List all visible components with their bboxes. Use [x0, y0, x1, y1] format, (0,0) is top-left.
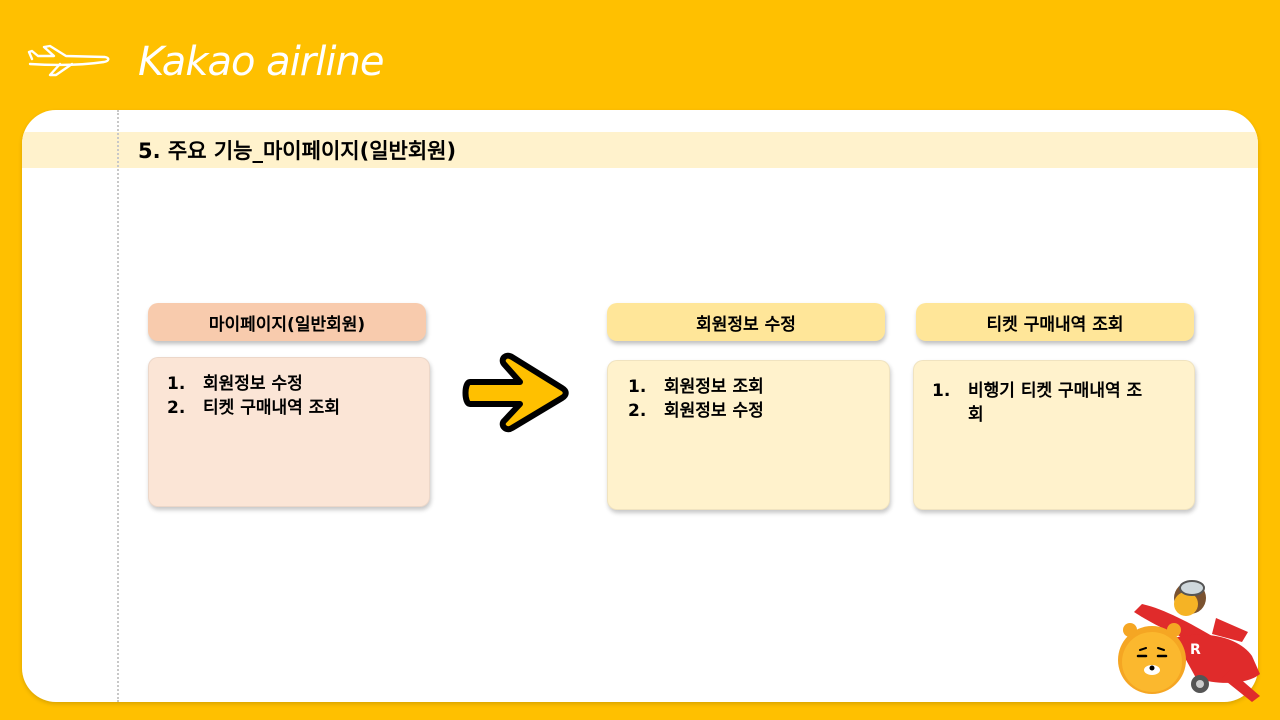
svg-text:R: R [1190, 642, 1201, 658]
right-arrow-icon [462, 352, 569, 433]
app-title: Kakao airline [138, 39, 384, 85]
member-edit-label: 회원정보 수정 [607, 303, 885, 341]
ticket-history-card: 1. 비행기 티켓 구매내역 조회 [913, 360, 1195, 510]
list-number: 1. [628, 377, 647, 397]
ticket-history-label: 티켓 구매내역 조회 [916, 303, 1194, 341]
mypage-label-text: 마이페이지(일반회원) [208, 314, 366, 335]
ticket-history-label-text: 티켓 구매내역 조회 [986, 314, 1124, 335]
list-item: 2. 티켓 구매내역 조회 [167, 396, 411, 420]
list-text: 회원정보 수정 [203, 374, 303, 394]
list-item: 1. 회원정보 수정 [167, 372, 411, 396]
member-edit-card: 1. 회원정보 조회 2. 회원정보 수정 [607, 360, 890, 510]
list-text: 비행기 티켓 구매내역 조회 [968, 381, 1143, 425]
list-item: 1. 회원정보 조회 [628, 375, 871, 399]
member-edit-label-text: 회원정보 수정 [696, 314, 796, 335]
mypage-label: 마이페이지(일반회원) [148, 303, 426, 341]
list-number: 1. [932, 381, 951, 401]
list-text: 회원정보 조회 [664, 377, 764, 397]
list-text: 티켓 구매내역 조회 [203, 398, 340, 418]
airplane-icon [27, 44, 110, 77]
list-text: 회원정보 수정 [664, 401, 764, 421]
margin-guide-line [117, 110, 119, 702]
list-number: 2. [628, 401, 647, 421]
list-item: 2. 회원정보 수정 [628, 399, 871, 423]
title-band [22, 132, 1258, 168]
list-number: 2. [167, 398, 186, 418]
mascot-airplane-icon: R [1118, 580, 1260, 702]
section-title: 5. 주요 기능_마이페이지(일반회원) [138, 139, 457, 163]
list-number: 1. [167, 374, 186, 394]
list-item: 1. 비행기 티켓 구매내역 조회 [932, 379, 1154, 427]
mypage-card: 1. 회원정보 수정 2. 티켓 구매내역 조회 [148, 357, 430, 507]
